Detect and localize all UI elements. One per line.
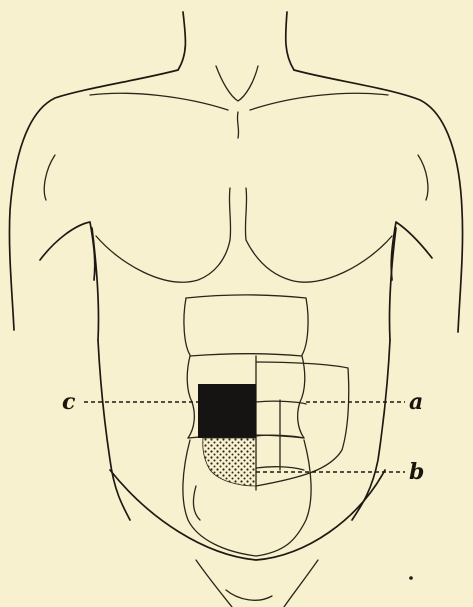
- left-axilla-line: [40, 222, 95, 280]
- right-clavicle-line: [250, 93, 388, 110]
- groin-left: [196, 560, 232, 607]
- rectus-segment-right: [298, 356, 305, 438]
- label-a: a: [409, 389, 423, 415]
- right-pectoral-line: [246, 236, 392, 282]
- neck-right-line: [286, 12, 294, 70]
- abdomen-upper-left: [184, 298, 190, 355]
- left-pectoral-line: [96, 236, 230, 282]
- sternum-right: [245, 188, 246, 240]
- dotted-patch: [203, 438, 256, 486]
- ink-speck: [409, 576, 413, 580]
- right-axilla-line: [391, 222, 432, 280]
- label-c: c: [62, 389, 76, 415]
- right-deltoid-line: [418, 155, 428, 200]
- lower-abdomen-right: [256, 440, 311, 556]
- tumor-right-divider-1: [256, 401, 306, 404]
- lower-rectus-left: [193, 486, 200, 520]
- abdomen-mid-bar: [190, 354, 302, 356]
- abdomen-upper-bar: [186, 295, 306, 298]
- left-deltoid-line: [44, 155, 55, 200]
- left-flank-line: [98, 340, 130, 520]
- neck-left-line: [178, 12, 185, 70]
- abdomen-upper-right: [302, 298, 308, 355]
- dark-patch: [198, 384, 256, 438]
- pubic-line: [226, 590, 272, 600]
- groin-right: [284, 560, 318, 607]
- sternal-notch: [216, 66, 258, 101]
- label-b: b: [409, 459, 424, 485]
- sternum-left: [229, 188, 230, 240]
- left-shoulder-arm-line: [9, 70, 178, 330]
- sternum-line: [237, 112, 238, 138]
- rectus-segment-left: [187, 356, 194, 438]
- right-shoulder-arm-line: [294, 70, 463, 332]
- left-clavicle-line: [90, 93, 228, 110]
